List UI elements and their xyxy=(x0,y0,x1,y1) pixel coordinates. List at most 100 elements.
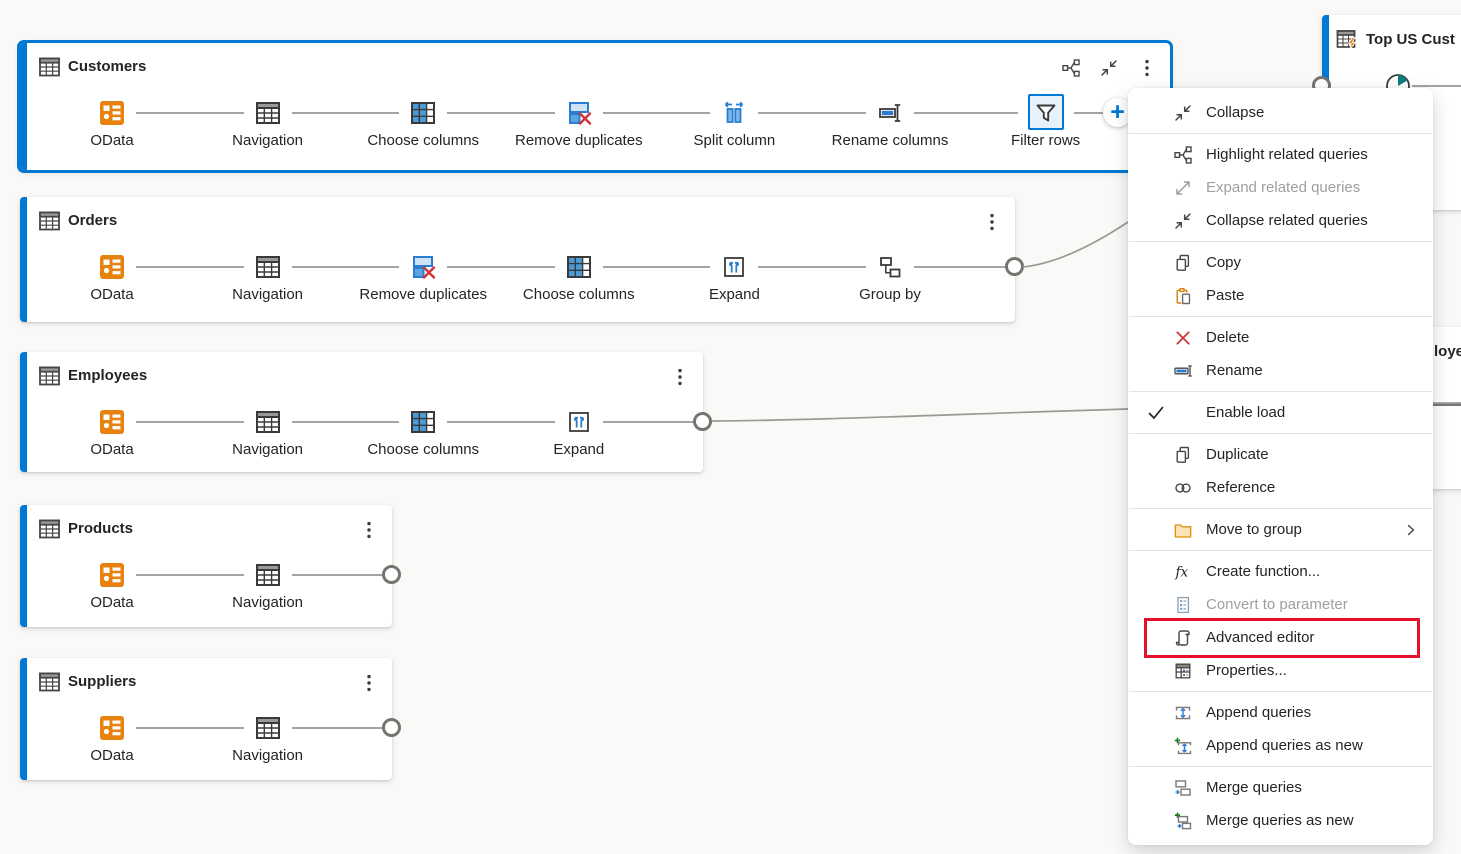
step-odata[interactable] xyxy=(99,100,125,126)
step-connector xyxy=(291,421,400,423)
paste-icon xyxy=(1172,286,1194,306)
menu-item-append-queries-as-new[interactable]: Append queries as new xyxy=(1128,729,1433,762)
step-navigation[interactable] xyxy=(255,562,281,588)
step-label: OData xyxy=(90,441,134,458)
more-options-button[interactable] xyxy=(668,365,692,389)
step-connector xyxy=(758,112,866,114)
menu-separator xyxy=(1129,508,1432,509)
step-connector xyxy=(914,112,1018,114)
table-icon xyxy=(38,55,62,79)
menu-item-properties[interactable]: Properties... xyxy=(1128,654,1433,687)
step-split-column[interactable] xyxy=(721,100,747,126)
network-icon xyxy=(1172,145,1194,165)
menu-item-label: Merge queries as new xyxy=(1206,812,1354,829)
step-odata[interactable] xyxy=(99,715,125,741)
step-remove-duplicates[interactable] xyxy=(410,254,436,280)
menu-separator xyxy=(1129,766,1432,767)
step-choose-columns[interactable] xyxy=(410,409,436,435)
more-options-button[interactable] xyxy=(980,210,1004,234)
menu-item-delete[interactable]: Delete xyxy=(1128,321,1433,354)
menu-item-enable-load[interactable]: Enable load xyxy=(1128,396,1433,429)
menu-item-highlight-related-queries[interactable]: Highlight related queries xyxy=(1128,138,1433,171)
step-choose-columns[interactable] xyxy=(410,100,436,126)
step-remove-duplicates[interactable] xyxy=(566,100,592,126)
menu-item-label: Reference xyxy=(1206,479,1276,496)
step-navigation[interactable] xyxy=(255,254,281,280)
step-connector xyxy=(1430,403,1461,406)
step-rename-columns[interactable] xyxy=(877,100,903,126)
step-connector xyxy=(291,266,400,268)
menu-item-label: Enable load xyxy=(1206,404,1286,421)
more-options-button[interactable] xyxy=(357,671,381,695)
more-options-button[interactable] xyxy=(357,518,381,542)
menu-item-append-queries[interactable]: Append queries xyxy=(1128,696,1433,729)
menu-item-move-to-group[interactable]: Move to group xyxy=(1128,513,1433,546)
menu-item-duplicate[interactable]: Duplicate xyxy=(1128,438,1433,471)
step-label: OData xyxy=(90,747,134,764)
append-icon xyxy=(1172,703,1194,723)
step-label: Expand xyxy=(708,286,760,303)
table-icon xyxy=(38,209,62,233)
step-choose-columns[interactable] xyxy=(566,254,592,280)
step-odata[interactable] xyxy=(99,409,125,435)
checkmark-icon xyxy=(1146,403,1172,423)
menu-item-collapse-related-queries[interactable]: Collapse related queries xyxy=(1128,204,1433,237)
step-navigation[interactable] xyxy=(255,715,281,741)
step-label: Navigation xyxy=(232,286,304,303)
step-label: Group by xyxy=(859,286,921,303)
table-function-icon xyxy=(1336,28,1360,52)
step-connector xyxy=(914,266,1007,268)
menu-item-reference[interactable]: Reference xyxy=(1128,471,1433,504)
more-options-button[interactable] xyxy=(1135,56,1159,80)
query-title: Employees xyxy=(68,367,148,384)
menu-item-advanced-editor[interactable]: Advanced editor xyxy=(1128,618,1433,658)
menu-item-label: Move to group xyxy=(1206,521,1302,538)
menu-item-collapse[interactable]: Collapse xyxy=(1128,96,1433,129)
step-label: Choose columns xyxy=(367,132,480,149)
output-port xyxy=(1005,257,1024,276)
menu-separator xyxy=(1129,433,1432,434)
step-navigation[interactable] xyxy=(255,100,281,126)
step-label: Navigation xyxy=(232,441,304,458)
table-icon xyxy=(38,364,62,388)
step-navigation[interactable] xyxy=(255,409,281,435)
card-accent-bar xyxy=(20,658,27,780)
menu-item-label: Append queries as new xyxy=(1206,737,1363,754)
query-card-partial[interactable]: loye xyxy=(1430,327,1461,489)
chevron-right-icon xyxy=(1401,520,1421,540)
step-odata[interactable] xyxy=(99,562,125,588)
menu-item-label: Merge queries xyxy=(1206,779,1302,796)
collapse-icon xyxy=(1172,103,1194,123)
step-odata[interactable] xyxy=(99,254,125,280)
step-group-by[interactable] xyxy=(877,254,903,280)
step-label: Choose columns xyxy=(367,441,480,458)
step-expand[interactable] xyxy=(566,409,592,435)
menu-item-label: Convert to parameter xyxy=(1206,596,1348,613)
step-filter-rows[interactable] xyxy=(1033,100,1059,126)
collapse-button[interactable] xyxy=(1097,56,1121,80)
menu-item-merge-queries-as-new[interactable]: Merge queries as new xyxy=(1128,804,1433,837)
properties-icon xyxy=(1172,661,1194,681)
step-expand[interactable] xyxy=(721,254,747,280)
merge-icon xyxy=(1172,778,1194,798)
step-connector xyxy=(602,421,695,423)
fx-icon: fx xyxy=(1172,562,1194,582)
menu-item-merge-queries[interactable]: Merge queries xyxy=(1128,771,1433,804)
reference-icon xyxy=(1172,478,1194,498)
menu-item-paste[interactable]: Paste xyxy=(1128,279,1433,312)
menu-item-rename[interactable]: Rename xyxy=(1128,354,1433,387)
step-label: Navigation xyxy=(232,594,304,611)
menu-item-copy[interactable]: Copy xyxy=(1128,246,1433,279)
menu-item-label: Highlight related queries xyxy=(1206,146,1368,163)
copy-icon xyxy=(1172,253,1194,273)
step-connector xyxy=(291,727,384,729)
partial-title-fragment: loye xyxy=(1434,343,1461,360)
highlight-related-queries-button[interactable] xyxy=(1059,56,1083,80)
